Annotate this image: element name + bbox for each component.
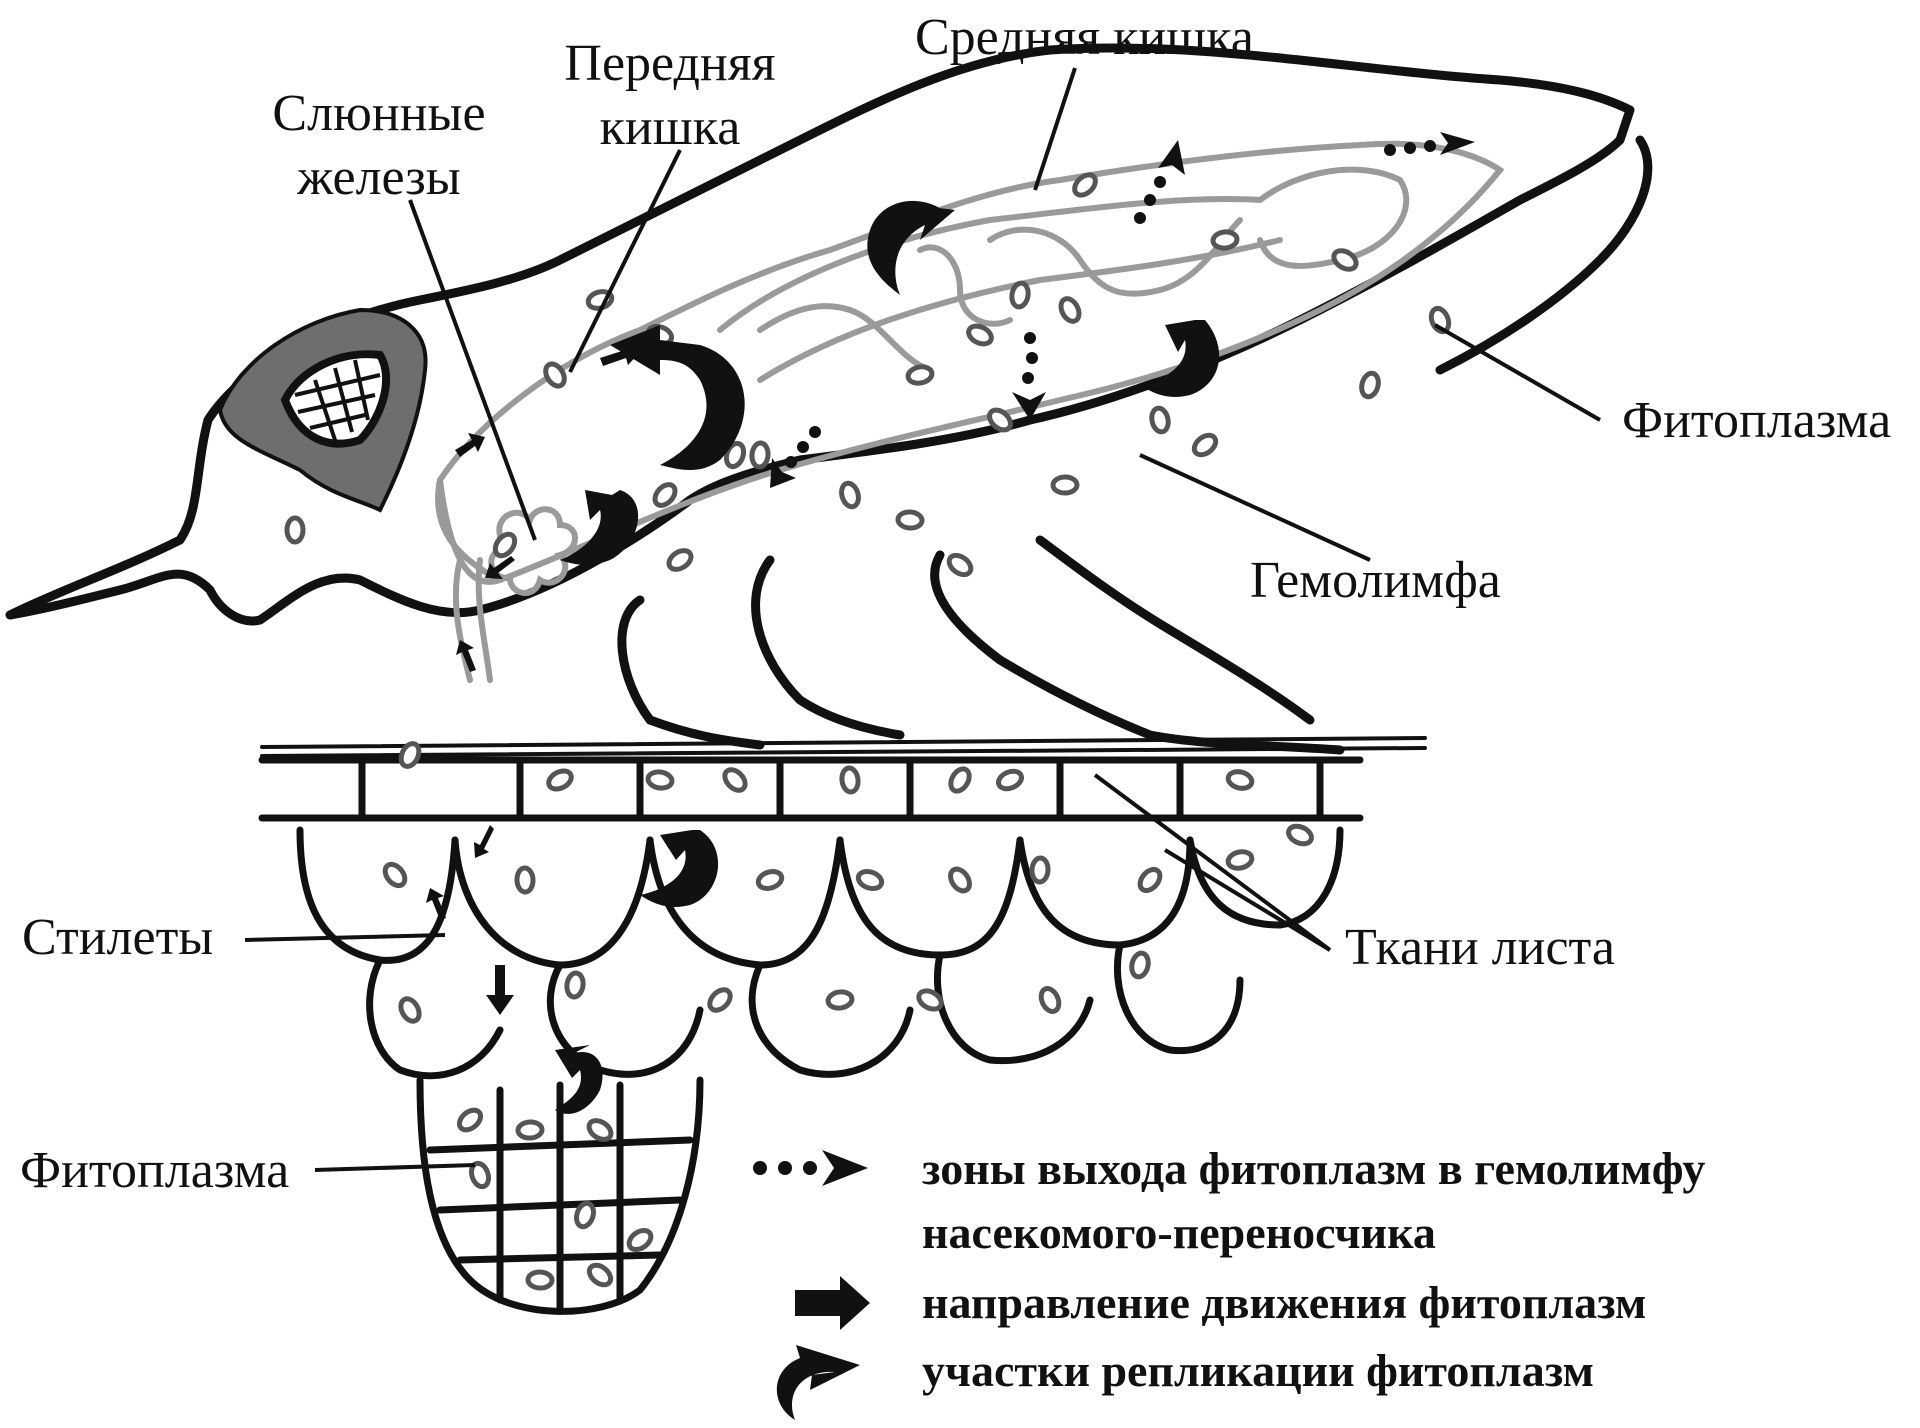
- legend-exit-zones-line-1: зоны выхода фитоплазм в гемолимфу: [922, 1146, 1705, 1192]
- phytoplasma-cell: [586, 1261, 615, 1289]
- phytoplasma-cell: [626, 1227, 655, 1254]
- stylets-label: Стилеты: [22, 912, 213, 964]
- phytoplasma-cell: [947, 766, 973, 795]
- phytoplasma-cell: [397, 996, 423, 1025]
- movement-arrows: [426, 342, 640, 1015]
- phytoplasma-insect-label: Фитоплазма: [1622, 395, 1891, 447]
- phytoplasma-cell: [1331, 247, 1360, 273]
- phytoplasma-cell: [1227, 850, 1254, 871]
- phytoplasma-cell: [565, 972, 584, 998]
- phytoplasma-cell: [287, 518, 303, 542]
- phytoplasma-plant-label: Фитоплазма: [20, 1145, 289, 1197]
- solid-arrow-icon: [486, 965, 514, 1015]
- foregut-label: Передняя кишка: [545, 38, 795, 154]
- phytoplasma-cell: [706, 986, 734, 1014]
- phytoplasma-cell: [647, 770, 673, 790]
- phytoplasma-cell: [751, 442, 769, 467]
- curved-arrow-icon: [1140, 320, 1219, 397]
- phytoplasma-cell: [827, 990, 853, 1009]
- phytoplasma-cell: [1136, 866, 1164, 895]
- phytoplasma-cell: [907, 365, 934, 385]
- leaf-tissues-label: Ткани листа: [1345, 922, 1615, 974]
- legend-icons: [753, 1150, 870, 1420]
- hemolymph-label: Гемолимфа: [1250, 555, 1501, 607]
- phytoplasma-cell: [1359, 371, 1381, 398]
- phytoplasma-cell: [839, 481, 861, 509]
- phytoplasma-cell: [586, 1117, 615, 1144]
- phytoplasma-cell: [996, 768, 1024, 792]
- phytoplasma-cell: [1226, 769, 1253, 790]
- phytoplasma-cell: [756, 869, 784, 892]
- salivary-glands-label: Слюнные железы: [254, 88, 504, 204]
- phytoplasma-cell: [1130, 952, 1151, 979]
- legend-movement-direction: направление движения фитоплазм: [922, 1280, 1646, 1326]
- eye: [220, 310, 426, 510]
- phytoplasma-cell: [1191, 431, 1220, 458]
- phytoplasma-cell: [1057, 296, 1082, 325]
- legend-replication-sites: участки репликации фитоплазм: [922, 1348, 1594, 1394]
- phytoplasma-cell: [1031, 858, 1048, 883]
- midgut-label: Средняя кишка: [915, 12, 1254, 64]
- phytoplasma-cell: [1053, 477, 1077, 493]
- curved-arrow-icon: [777, 1345, 860, 1420]
- phytoplasma-cell: [897, 511, 922, 529]
- phytoplasma-cell: [1038, 986, 1062, 1014]
- phytoplasma-cell: [528, 1272, 553, 1289]
- foregut-line-2: кишка: [545, 102, 795, 154]
- phytoplasma-cell: [546, 767, 575, 792]
- phytoplasma-cell: [666, 547, 695, 573]
- legend-exit-zones-line-2: насекомого-переносчика: [922, 1210, 1436, 1256]
- phytoplasma-cell: [456, 1106, 485, 1134]
- salivary-glands-line-2: железы: [254, 152, 504, 204]
- phytoplasma-cell: [841, 767, 860, 793]
- foregut-line-1: Передняя: [545, 38, 795, 90]
- phytoplasma-cell: [1212, 231, 1238, 249]
- salivary-glands-line-1: Слюнные: [254, 88, 504, 140]
- solid-arrow-icon: [474, 825, 494, 858]
- phytoplasma-cell: [1286, 823, 1314, 847]
- dotted-arrow-icon: [1134, 140, 1185, 224]
- curved-arrow-icon: [610, 325, 745, 470]
- phytoplasma-cell: [1010, 282, 1030, 308]
- exit-zone-arrows: [770, 132, 1475, 488]
- solid-arrow-icon: [455, 433, 485, 457]
- phytoplasma-cell: [518, 1121, 543, 1138]
- phytoplasma-cell: [1150, 407, 1171, 434]
- phytoplasma-cell: [946, 551, 975, 578]
- dotted-arrow-icon: [753, 1150, 868, 1186]
- phytoplasma-cell: [947, 866, 974, 895]
- solid-arrow-icon: [795, 1276, 870, 1330]
- phytoplasma-cell: [491, 531, 518, 560]
- phytoplasma-cell: [517, 868, 534, 893]
- phytoplasma-cell: [856, 869, 884, 892]
- phytoplasma-cell: [721, 766, 749, 794]
- phytoplasma-cell: [381, 861, 409, 890]
